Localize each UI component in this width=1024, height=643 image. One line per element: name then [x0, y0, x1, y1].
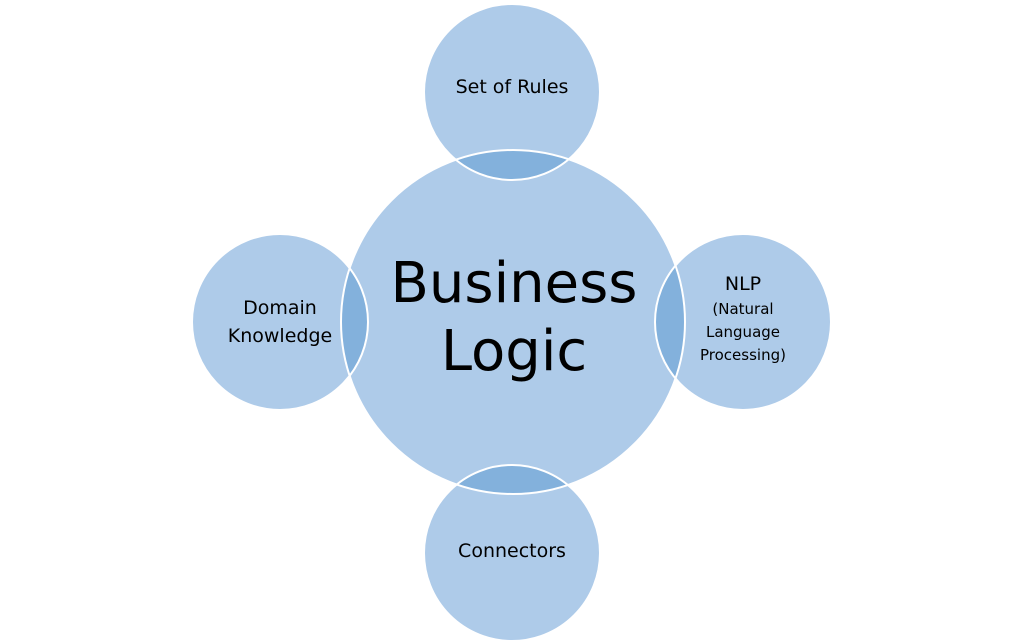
bottom-circle	[424, 465, 600, 641]
right-node-line3: Processing)	[700, 346, 786, 364]
center-label-line2: Logic	[440, 319, 588, 384]
right-circle-outline	[654, 233, 832, 411]
bottom-circle-outline	[423, 464, 601, 642]
right-node-label: NLP (Natural Language Processing)	[658, 270, 828, 367]
right-node-line1: (Natural	[712, 300, 774, 318]
left-node-line2: Knowledge	[227, 325, 333, 347]
left-node-label: Domain Knowledge	[196, 294, 364, 350]
left-node-line1: Domain	[243, 297, 317, 319]
right-circle	[655, 234, 831, 410]
center-circle-outline	[340, 149, 686, 495]
right-node-title: NLP	[724, 273, 762, 295]
center-label-line1: Business	[390, 251, 638, 316]
left-circle-outline	[191, 233, 369, 411]
left-circle	[192, 234, 368, 410]
bottom-node-text: Connectors	[458, 540, 566, 562]
center-label: Business Logic	[362, 250, 666, 386]
center-circle	[341, 150, 685, 494]
bottom-node-label: Connectors	[430, 540, 594, 563]
top-node-text: Set of Rules	[455, 76, 569, 98]
right-node-line2: Language	[705, 323, 781, 341]
top-circle-outline	[423, 3, 601, 181]
top-node-label: Set of Rules	[430, 76, 594, 99]
top-circle	[424, 4, 600, 180]
